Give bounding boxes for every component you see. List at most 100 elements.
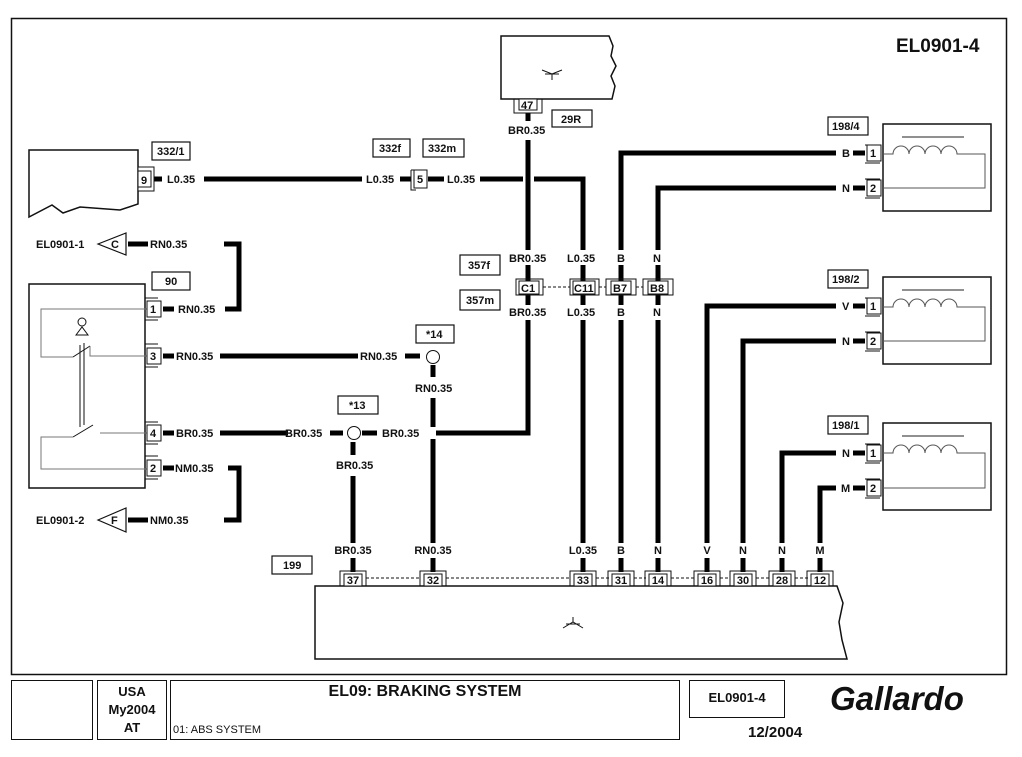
wire-label: BR0.35 [382,428,419,440]
pin-label: 1 [870,148,876,160]
pin-label: B8 [650,283,664,295]
wire-n-198-1 [779,450,836,543]
splice-14-label-box [415,324,455,344]
component-198-2: 198/2 1 V 2 N [827,269,992,365]
wire-label: NM0.35 [150,515,189,527]
pin-label: 30 [737,575,749,587]
wire-label: V [703,545,711,557]
component-357f-label-box [459,254,501,276]
component-199-pins: 37 32 33 31 14 16 30 28 12 [339,570,834,587]
pin-label: C1 [521,283,535,295]
wire-label: RN0.35 [360,351,397,363]
model-year-text: My2004 [108,702,156,717]
component-332-1-label-box [151,141,191,161]
pin-box [423,573,443,587]
splice-13-label-box [337,395,379,415]
component-332f-label: 332f [379,143,401,155]
market-text: USA [118,684,146,699]
pin-label: 2 [870,183,876,195]
pin-box [413,169,428,189]
component-198-2-label: 198/2 [832,274,860,286]
pin-label: 14 [652,575,665,587]
offpage-letter: C [111,239,119,251]
wire-label: B [617,307,625,319]
wire-rn-c [224,241,242,312]
component-357-pin-c11: L0.35 C11 L0.35 [567,253,600,319]
pin-label: 2 [870,483,876,495]
component-29r-label-box [551,109,593,128]
solenoid-coil-icon [883,136,986,189]
offpage-letter: F [111,515,118,527]
component-198-2-label-box [827,269,869,289]
pin-label: 33 [577,575,589,587]
pin-label: B7 [613,283,627,295]
pin-label: 37 [347,575,359,587]
component-198-2-body [882,276,992,365]
pin-label: 28 [776,575,788,587]
component-332m-label-box [422,138,465,158]
wire-label: B [617,253,625,265]
component-357-pin-b7: B B7 B [605,253,637,319]
pin-label: 2 [150,463,156,475]
component-199-label-box [271,555,313,575]
component-198-1-label-box [827,415,869,435]
title-block-blank-cell [11,680,93,740]
pin-box [697,573,717,587]
title-block-system: EL09: BRAKING SYSTEM 01: ABS SYSTEM [170,680,680,740]
wire-label: M [841,483,850,495]
transmission-text: AT [123,720,141,735]
pin-label: 31 [615,575,627,587]
component-198-4-label-box [827,116,869,136]
component-198-1-label: 198/1 [832,420,860,432]
wire-label: BR0.35 [509,253,546,265]
wire-label: L0.35 [567,307,595,319]
wire-label: BR0.35 [285,428,322,440]
ground-symbol-icon [541,69,563,80]
wires [128,113,865,572]
component-29r-body [500,35,617,100]
component-198-4-body [882,123,992,212]
title-block-date: 12/2004 [748,724,803,741]
wire-label: N [739,545,747,557]
pin-label: 32 [427,575,439,587]
pin-label: 47 [521,100,533,112]
pin-label: C11 [574,283,594,295]
wire-label: N [842,448,850,460]
pin-label: 1 [150,304,156,316]
wire-label: BR0.35 [508,125,545,137]
pin-box [343,573,363,587]
page-code-heading: EL0901-4 [896,36,980,57]
component-198-4-label: 198/4 [832,121,860,133]
wire-b-198-4 [618,150,836,250]
component-357-pin-b8: N B8 N [642,253,674,319]
wire-label: N [842,183,850,195]
wire-nm-f [224,465,242,523]
component-90-label: 90 [165,276,177,288]
wire-label: BR0.35 [334,545,371,557]
wire-n-198-4 [655,185,836,250]
ground-symbol-icon [562,617,584,629]
wire-label: L0.35 [447,174,475,186]
component-29r-label: 29R [561,114,581,126]
wire-label: N [654,545,662,557]
wire-label: RN0.35 [415,383,452,395]
pin-box [772,573,792,587]
pin-label: 12 [814,575,826,587]
wire-label: N [653,253,661,265]
pin-label: 2 [870,336,876,348]
component-198-1: 198/1 1 N 2 M [827,415,992,511]
component-199-pin: 16 [693,570,721,587]
pin-label: 1 [870,448,876,460]
pin-box [733,573,753,587]
splice-14-node [426,350,440,364]
component-199-pin: 28 [768,570,796,587]
component-198-4: 198/4 1 B 2 N [827,116,992,212]
title-block-vehicle-info: USA My2004 AT [97,680,167,740]
component-199-pin: 12 [806,570,834,587]
brake-switch-symbol-icon [40,308,147,470]
pin-label: 1 [870,301,876,313]
wire-label: BR0.35 [509,307,546,319]
wire-v-198-2 [704,303,836,543]
wire-label: B [617,545,625,557]
wire-label: N [842,336,850,348]
